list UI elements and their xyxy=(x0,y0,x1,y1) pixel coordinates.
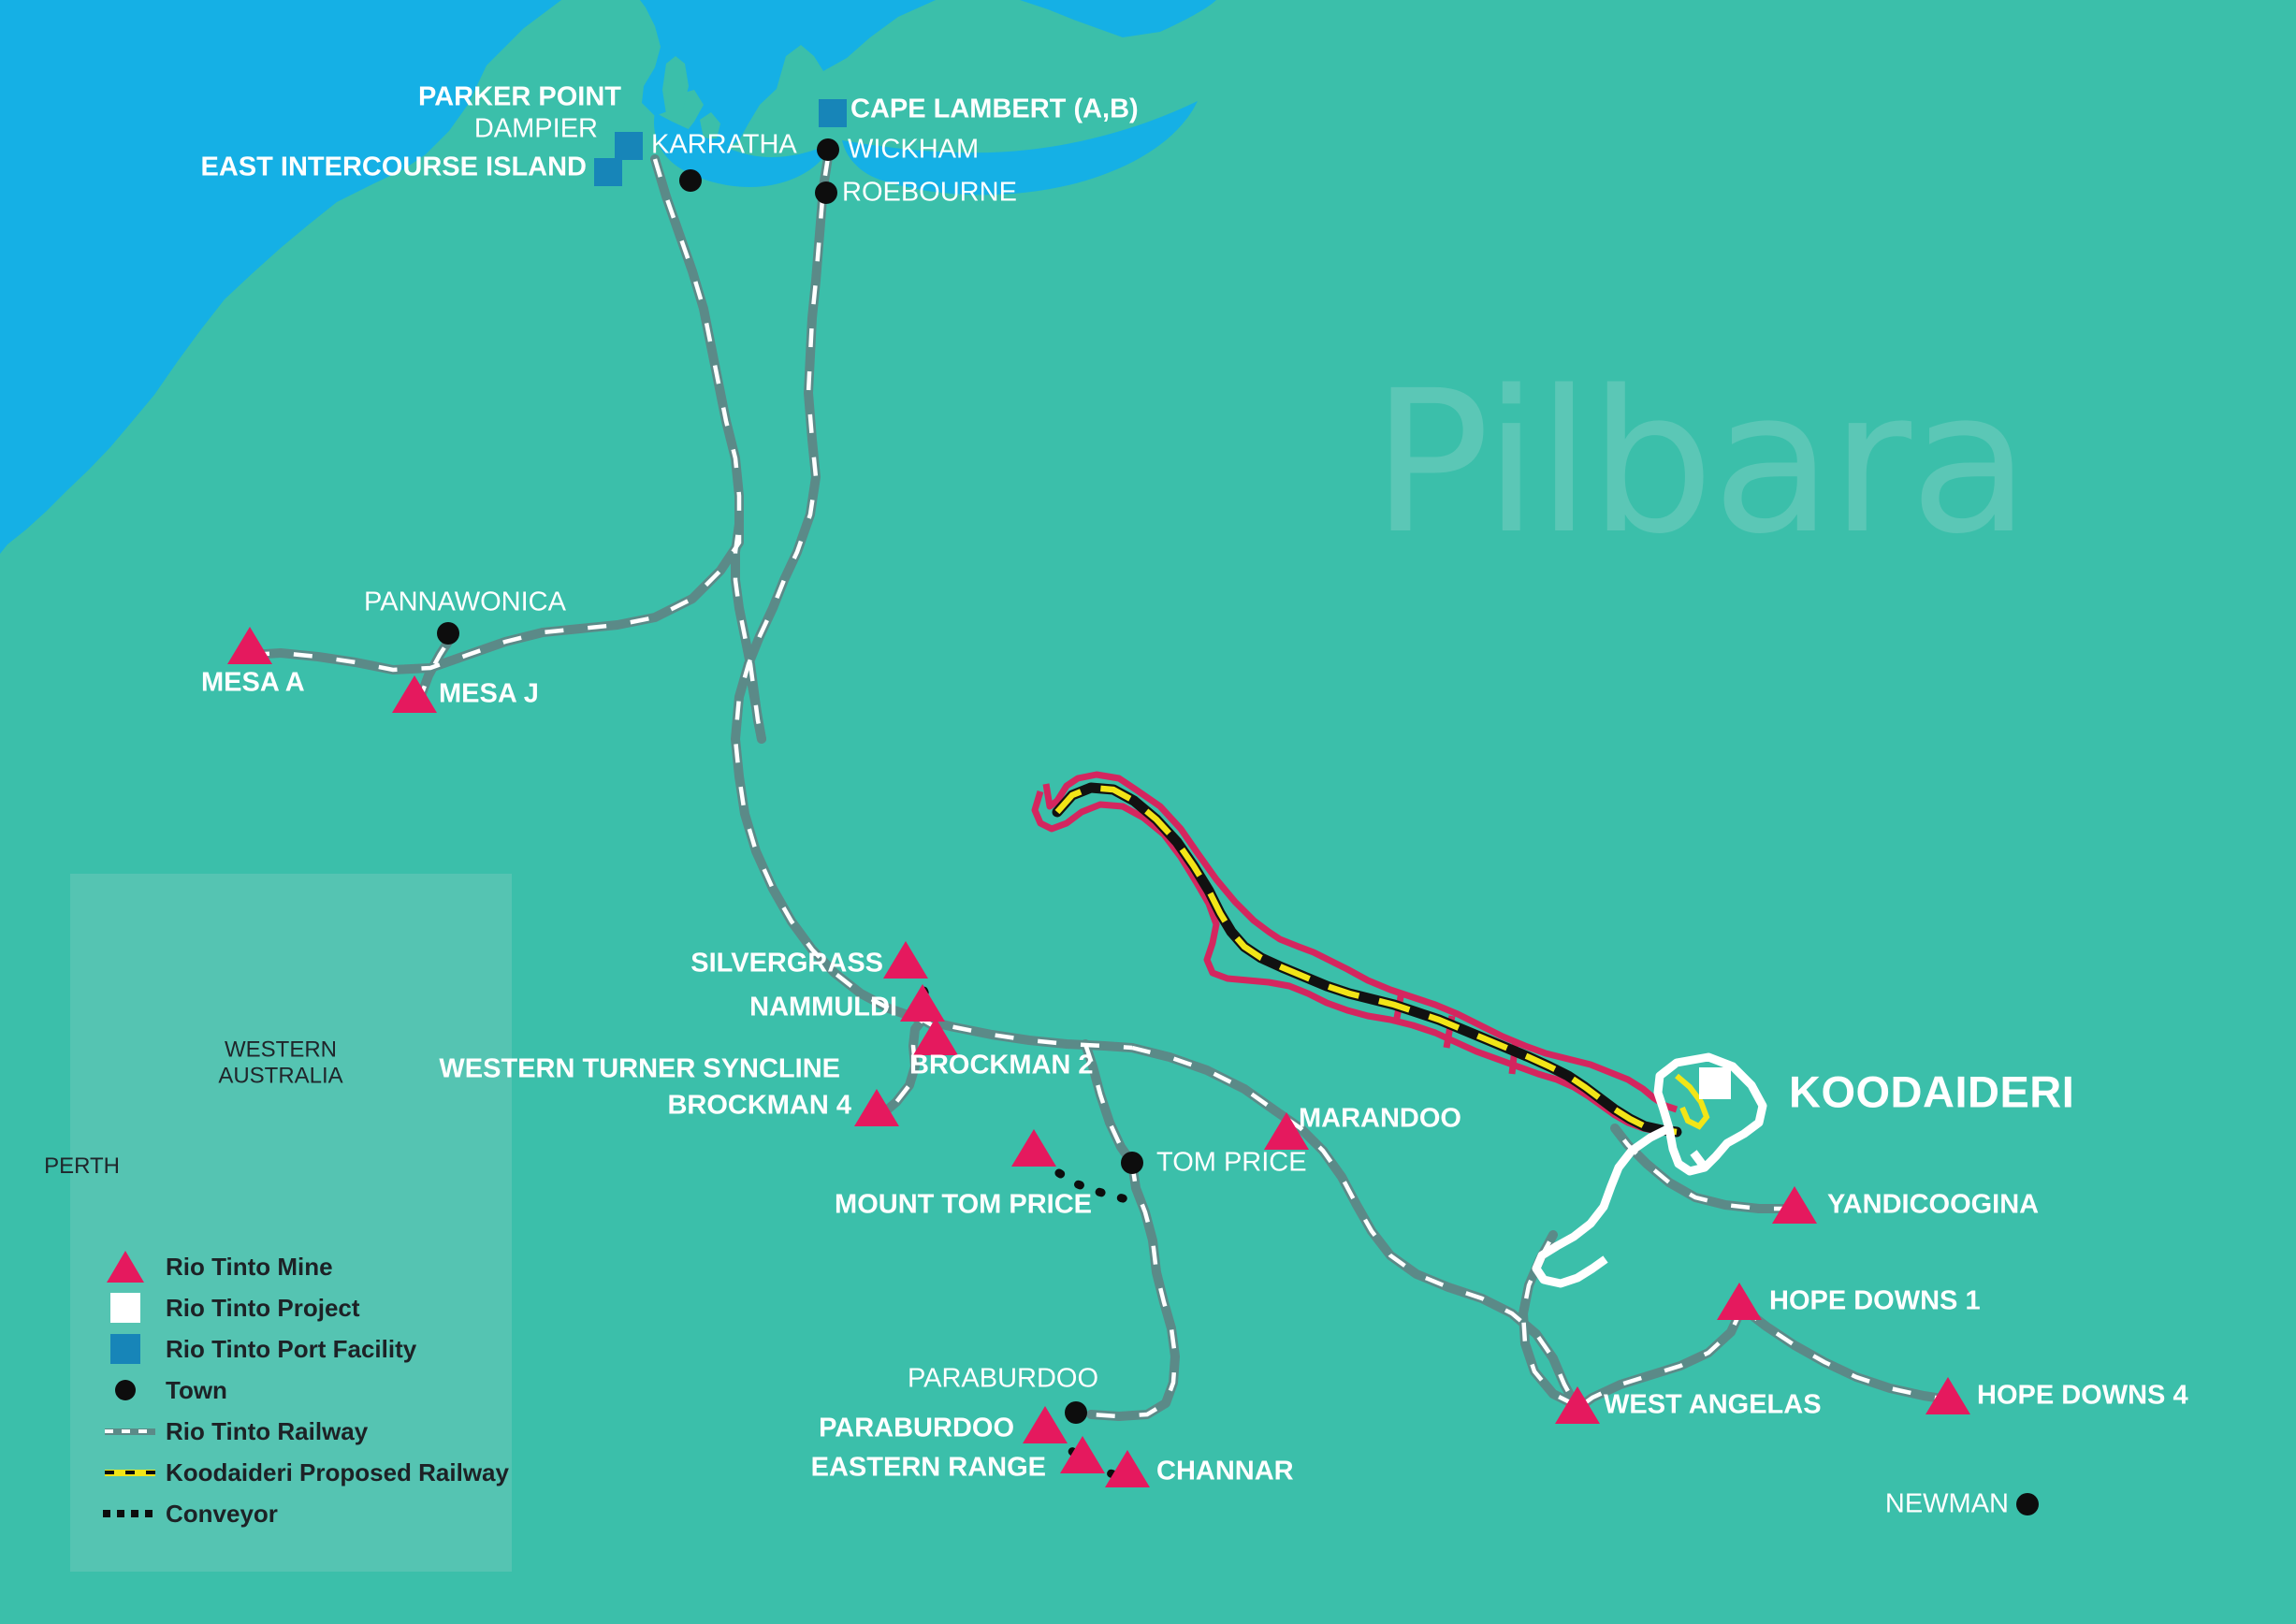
legend-panel xyxy=(70,874,512,1572)
legend-item-proposed-railway: Koodaideri Proposed Railway xyxy=(100,1452,530,1493)
conveyor-line-icon xyxy=(100,1510,166,1517)
legend-label-conveyor: Conveyor xyxy=(166,1499,278,1528)
bay-nickol xyxy=(654,112,833,187)
conveyor-mount-tom-price xyxy=(1038,1153,1139,1206)
mine-triangle-nammuldi xyxy=(900,984,945,1022)
mine-label-eastern-range: EASTERN RANGE xyxy=(810,1452,1046,1483)
mine-label-brockman-4: BROCKMAN 4 xyxy=(667,1090,851,1121)
mine-label-western-turner-syncline: WESTERN TURNER SYNCLINE xyxy=(439,1053,840,1084)
inset-state-label-line2: AUSTRALIA xyxy=(218,1063,343,1088)
koodaideri-project-outline xyxy=(1532,1052,1767,1288)
inset-state-label: WESTERN AUSTRALIA xyxy=(218,1037,342,1088)
port-label-dampier: DAMPIER xyxy=(473,113,598,144)
port-square-cape-lambert-a-b xyxy=(819,99,847,127)
legend-list: Rio Tinto Mine Rio Tinto Project Rio Tin… xyxy=(100,1246,530,1534)
legend-label-railway: Rio Tinto Railway xyxy=(166,1416,369,1445)
mine-triangle-brockman-2 xyxy=(913,1018,958,1055)
region-watermark: Pilbara xyxy=(1372,348,2030,577)
mine-triangle-silvergrass xyxy=(883,941,928,979)
railway-line-icon xyxy=(100,1428,166,1435)
mine-triangle-mount-tom-price xyxy=(1011,1129,1056,1167)
port-label-east-intercourse-island: EAST INTERCOURSE ISLAND xyxy=(200,152,587,182)
mine-triangle-channar xyxy=(1105,1450,1150,1487)
mine-label-mesa-a: MESA A xyxy=(201,667,305,698)
mine-triangle-mesa-j xyxy=(392,675,437,713)
legend-item-conveyor: Conveyor xyxy=(100,1493,530,1534)
town-label-roebourne: ROEBOURNE xyxy=(842,177,1017,208)
legend-item-mine: Rio Tinto Mine xyxy=(100,1246,530,1287)
mine-triangle-marandoo xyxy=(1264,1112,1309,1150)
port-square-east-intercourse-island xyxy=(594,158,622,186)
mine-label-yandicoogina: YANDICOOGINA xyxy=(1827,1189,2040,1220)
town-label-karratha: KARRATHA xyxy=(651,129,797,160)
mine-label-marandoo: MARANDOO xyxy=(1299,1103,1461,1134)
mine-label-channar: CHANNAR xyxy=(1156,1456,1294,1486)
project-square-koodaideri xyxy=(1699,1067,1731,1099)
mine-triangle-mesa-a xyxy=(227,627,272,664)
island-small-1 xyxy=(700,112,720,138)
port-label-cape-lambert-a-b: CAPE LAMBERT (A,B) xyxy=(850,94,1139,124)
mine-triangle-hope-downs-1 xyxy=(1717,1283,1762,1320)
mine-label-brockman-2: BROCKMAN 2 xyxy=(909,1050,1094,1080)
town-dot-newman xyxy=(2016,1493,2039,1515)
legend-label-proposed-railway: Koodaideri Proposed Railway xyxy=(166,1457,509,1486)
mine-label-silvergrass: SILVERGRASS xyxy=(690,948,883,979)
inset-city-label-perth: PERTH xyxy=(44,1153,120,1179)
mine-label-mesa-j: MESA J xyxy=(439,678,539,709)
mine-label-hope-downs-1: HOPE DOWNS 1 xyxy=(1769,1285,1981,1316)
mine-label-paraburdoo: PARABURDOO xyxy=(819,1413,1014,1443)
town-dot-roebourne xyxy=(815,181,837,204)
legend-label-mine: Rio Tinto Mine xyxy=(166,1252,333,1281)
legend-label-project: Rio Tinto Project xyxy=(166,1293,360,1322)
mine-triangle-hope-downs-4 xyxy=(1925,1377,1970,1414)
mine-label-west-angelas: WEST ANGELAS xyxy=(1604,1389,1822,1420)
koodaideri-internal-spur xyxy=(1675,1073,1710,1130)
mine-label-nammuldi: NAMMULDI xyxy=(749,992,897,1022)
project-square-icon xyxy=(100,1293,166,1323)
port-square-dampier xyxy=(615,132,643,160)
inset-state-label-line1: WESTERN xyxy=(225,1037,337,1063)
island-small-3 xyxy=(573,161,601,183)
town-dot-wickham xyxy=(817,138,839,161)
town-dot-paraburdoo xyxy=(1065,1401,1087,1424)
koodaideri-proposed-railway xyxy=(1054,784,1678,1136)
mine-label-hope-downs-4: HOPE DOWNS 4 xyxy=(1977,1380,2188,1411)
legend-label-port: Rio Tinto Port Facility xyxy=(166,1334,417,1363)
town-label-wickham: WICKHAM xyxy=(848,134,980,165)
town-label-newman: NEWMAN xyxy=(1884,1488,2009,1519)
mine-triangle-eastern-range xyxy=(1060,1436,1105,1473)
legend-item-town: Town xyxy=(100,1370,530,1411)
town-dot-tom-price xyxy=(1121,1152,1143,1174)
town-dot-icon xyxy=(100,1380,166,1400)
island-dampier-peninsula xyxy=(662,56,689,123)
legend-item-railway: Rio Tinto Railway xyxy=(100,1411,530,1452)
mine-triangle-yandicoogina xyxy=(1772,1186,1817,1224)
mine-triangle-west-angelas xyxy=(1555,1386,1600,1424)
port-label-parker-point: PARKER POINT xyxy=(418,81,621,112)
legend-item-port: Rio Tinto Port Facility xyxy=(100,1328,530,1370)
port-square-icon xyxy=(100,1334,166,1364)
town-label-tom-price: TOM PRICE xyxy=(1156,1147,1307,1178)
legend-item-project: Rio Tinto Project xyxy=(100,1287,530,1328)
bay-east xyxy=(842,101,1198,196)
mine-triangle-brockman-4 xyxy=(854,1089,899,1126)
town-dot-unnamed-3 xyxy=(679,169,702,192)
town-dot-pannawonica xyxy=(437,622,459,645)
legend-label-town: Town xyxy=(166,1375,227,1404)
mine-triangle-icon xyxy=(100,1251,166,1283)
town-label-pannawonica: PANNAWONICA xyxy=(364,587,566,617)
mine-label-mount-tom-price: MOUNT TOM PRICE xyxy=(835,1189,1092,1220)
town-label-paraburdoo: PARABURDOO xyxy=(907,1363,1099,1394)
proposed-railway-icon xyxy=(100,1469,166,1476)
project-label-koodaideri: KOODAIDERI xyxy=(1789,1066,2075,1117)
